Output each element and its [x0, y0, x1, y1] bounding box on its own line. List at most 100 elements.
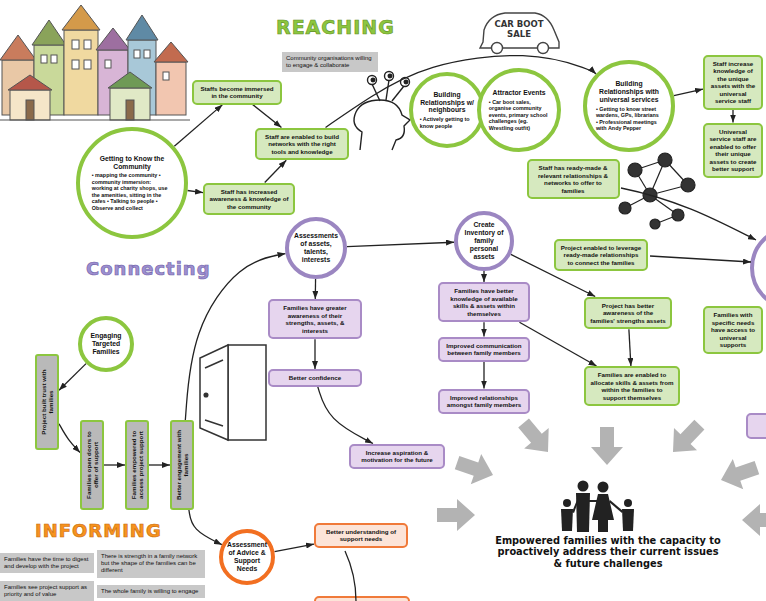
- window: [163, 72, 169, 80]
- text-holder: Families have greater awareness of their…: [274, 304, 356, 334]
- connector-arrow: [274, 544, 314, 552]
- roof: [0, 35, 36, 60]
- wire: [345, 551, 356, 601]
- node-body: • Actively getting to know people: [420, 116, 475, 129]
- text-holder: Engaging Targeted Families: [86, 332, 126, 355]
- step-box: Families empowered to access project sup…: [125, 420, 149, 510]
- text-holder: Staff are enabled to build networks with…: [261, 133, 343, 156]
- house: [10, 90, 50, 120]
- text-holder: Community organisations willing to engag…: [286, 55, 374, 69]
- arm: [572, 500, 578, 513]
- wheel: [492, 43, 503, 54]
- connector-arrow: [732, 110, 733, 123]
- outcome-box: Families with specific needs have access…: [703, 306, 763, 354]
- connector-arrow: [629, 329, 631, 366]
- outcome-box: Increase aspiration & motivation for the…: [349, 444, 445, 469]
- door-handle: [204, 393, 208, 397]
- arm: [609, 500, 623, 513]
- text-holder: Better engagement with families: [175, 424, 190, 506]
- text-holder: Improved communication between family me…: [444, 342, 524, 357]
- child-body: [622, 509, 634, 531]
- adult-head: [598, 482, 609, 493]
- node-title: Families have better knowledge of availa…: [444, 287, 524, 317]
- network-person: [628, 163, 642, 177]
- window: [134, 50, 140, 58]
- step-box: Better engagement with families: [170, 420, 194, 510]
- outcome-box: Improved relationships amongst family me…: [438, 389, 530, 414]
- text-holder: Project enabled to leverage ready-made r…: [560, 244, 642, 267]
- house: [64, 30, 98, 115]
- outcome-box: Families are enabled to allocate skills …: [584, 366, 680, 406]
- connector-arrow: [104, 464, 125, 465]
- outcome-box: Staff are enabled to build networks with…: [255, 128, 349, 161]
- text-holder: Staff increase knowledge of the unique a…: [709, 60, 757, 105]
- text-holder: The whole family is willing to engage: [101, 588, 201, 595]
- text-holder: Staff has ready-made & relevant relation…: [533, 164, 614, 194]
- big-arrow: [716, 453, 762, 496]
- car-drawing: [480, 13, 559, 54]
- network-drawing: [619, 153, 695, 229]
- houses-drawing: [0, 5, 190, 120]
- note-box: There is strength in a family network bu…: [97, 550, 205, 578]
- text-holder: Staffs become immersed in the community: [198, 85, 276, 100]
- text-holder: Increase aspiration & motivation for the…: [355, 449, 439, 464]
- node-title: Better engagement with families: [175, 424, 190, 506]
- node-title: Project has better awareness of the fami…: [590, 302, 666, 325]
- door-panel: [205, 360, 223, 368]
- node-title: Increase aspiration & motivation for the…: [355, 449, 439, 464]
- node-title: The whole family is willing to engage: [101, 588, 201, 595]
- connector-arrow: [318, 387, 373, 444]
- big-arrow: [661, 414, 710, 464]
- roof: [96, 28, 130, 50]
- node-title: Families with specific needs have access…: [709, 311, 757, 349]
- node-title: Community organisations willing to engag…: [286, 55, 374, 69]
- car-body: [480, 13, 559, 48]
- eye: [385, 72, 394, 81]
- arrow-ring: [437, 413, 766, 536]
- pupil: [404, 80, 408, 84]
- text-holder: Universal service staff are enabled to o…: [709, 128, 757, 173]
- big-arrow: [742, 504, 766, 536]
- big-arrow: [452, 448, 498, 491]
- node-title: Assessment of Advice & Support Needs: [227, 541, 267, 572]
- connector-arrow: [519, 322, 596, 366]
- connector-arrow: [265, 160, 287, 182]
- stage-circle: Building Relationships w/ neighbours• Ac…: [409, 72, 485, 148]
- text-holder: Families have the time to digest and dev…: [4, 556, 90, 570]
- network-person: [619, 202, 631, 214]
- network-person: [650, 219, 660, 229]
- text-holder: Getting to Know the Community• mapping t…: [92, 155, 173, 212]
- node-title: Staffs become immersed in the community: [198, 85, 276, 100]
- head-drawing: [354, 72, 410, 151]
- node-title: Staff has ready-made & relevant relation…: [533, 164, 614, 194]
- node-title: Improved relationships amongst family me…: [444, 394, 524, 409]
- eye-stalk: [392, 86, 404, 101]
- node-title: Project built trust with families: [40, 358, 55, 446]
- connector-arrow: [174, 105, 222, 147]
- house: [110, 88, 150, 120]
- step-box: Families open doors to offer of support: [80, 420, 104, 510]
- outcome-box: Staff has increased awareness & knowledg…: [203, 183, 295, 216]
- window: [84, 40, 91, 49]
- window: [84, 60, 91, 69]
- outcome-box: Project enabled to leverage ready-made r…: [554, 239, 648, 272]
- node-title: Better confidence: [274, 374, 356, 382]
- arm: [589, 500, 598, 502]
- stage-circle: Engaging Targeted Families: [78, 316, 134, 372]
- roof: [8, 75, 52, 90]
- node-title: Families have the time to digest and dev…: [4, 556, 90, 570]
- network-person: [658, 153, 672, 167]
- node-title: Engaging Targeted Families: [86, 332, 126, 355]
- text-holder: Families have better knowledge of availa…: [444, 287, 524, 317]
- text-holder: Create Inventory of family personal asse…: [462, 221, 505, 260]
- connector-arrow: [674, 89, 703, 96]
- partial-box: [315, 597, 409, 601]
- child-body: [561, 509, 573, 531]
- text-holder: Assessments of assets, talents, interest…: [294, 232, 339, 263]
- outcome-box: Staffs become immersed in the community: [192, 80, 282, 105]
- big-arrow: [437, 499, 475, 531]
- node-title: Universal service staff are enabled to o…: [709, 128, 757, 173]
- outcome-box: Universal service staff are enabled to o…: [703, 123, 763, 178]
- text-holder: Building Relationships with universal se…: [596, 80, 662, 131]
- adult-head: [578, 481, 589, 492]
